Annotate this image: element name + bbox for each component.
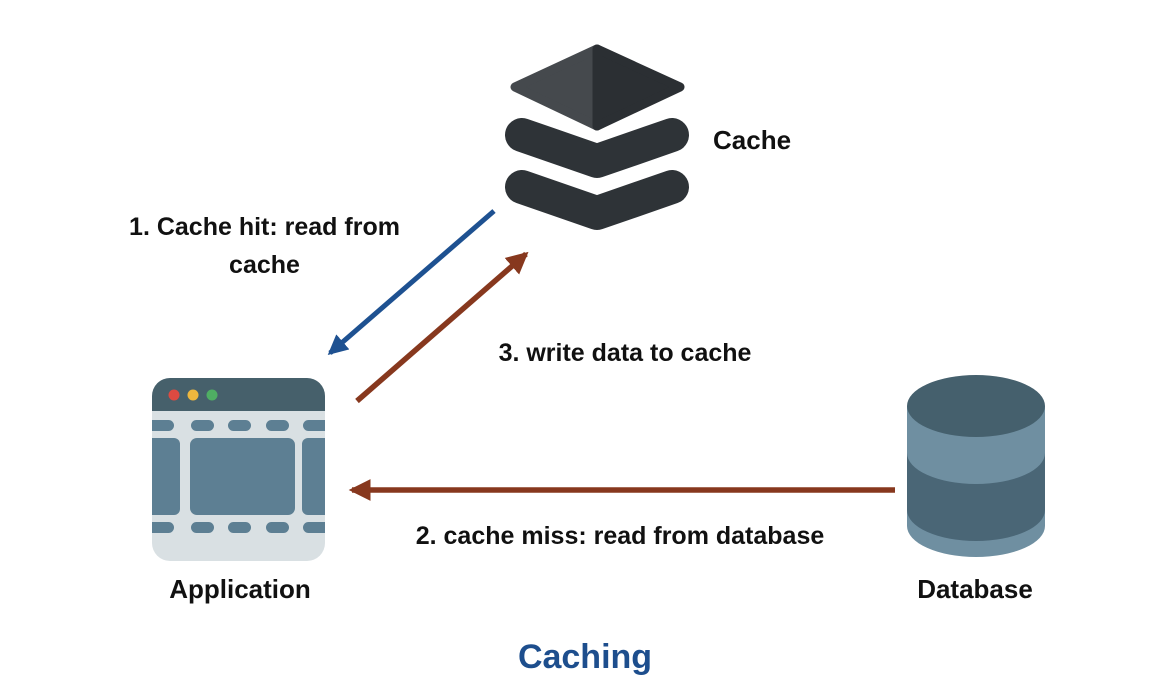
filmstrip-top-perforations	[152, 420, 325, 431]
filmstrip-bottom-perforations	[152, 522, 325, 533]
flow-label-cache-miss: 2. cache miss: read from database	[415, 522, 825, 550]
window-dot-red-icon	[168, 389, 180, 401]
application-titlebar	[152, 378, 325, 411]
flow-label-cache-hit: 1. Cache hit: read from cache	[129, 213, 400, 279]
application-icon	[152, 378, 325, 561]
cache-pyramid-left-face	[510, 44, 602, 131]
flow-label-write-cache: 3. write data to cache	[498, 339, 752, 367]
arrow-write-to-cache	[355, 251, 529, 404]
cache-icon	[505, 44, 689, 230]
cache-layer-chevron-1	[505, 118, 689, 178]
window-dot-yellow-icon	[187, 389, 199, 401]
database-icon	[907, 375, 1045, 557]
cache-pyramid-right-face	[592, 44, 685, 131]
cache-layer-chevron-2	[505, 170, 689, 230]
database-node-label: Database	[917, 574, 1033, 604]
window-dot-green-icon	[206, 389, 218, 401]
application-node-label: Application	[169, 574, 311, 604]
diagram-title: Caching	[517, 638, 653, 676]
filmstrip-frames	[152, 438, 325, 515]
arrow-cache-hit	[327, 209, 496, 355]
database-top-ellipse	[907, 375, 1045, 437]
database-middle-band	[907, 453, 1045, 541]
cache-node-label: Cache	[713, 125, 792, 155]
